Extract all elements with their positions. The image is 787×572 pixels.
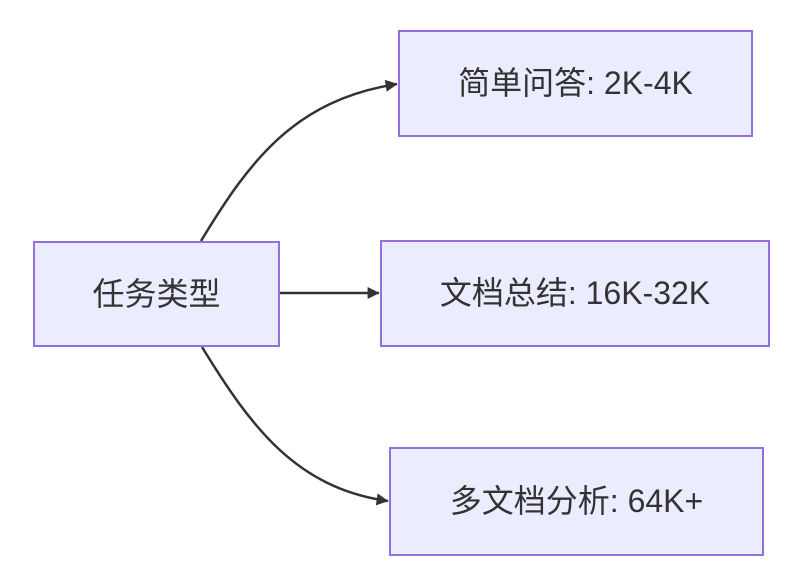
node-task-type: 任务类型	[33, 241, 280, 347]
node-task-type-label: 任务类型	[92, 275, 221, 312]
node-doc-summary-label: 文档总结: 16K-32K	[439, 275, 711, 312]
node-simple-qa-label: 简单问答: 2K-4K	[458, 65, 693, 102]
edge-root-to-simple-qa	[199, 79, 398, 242]
node-simple-qa: 简单问答: 2K-4K	[398, 30, 753, 137]
node-multi-doc: 多文档分析: 64K+	[389, 447, 764, 556]
node-multi-doc-label: 多文档分析: 64K+	[449, 483, 704, 520]
node-doc-summary: 文档总结: 16K-32K	[380, 240, 770, 347]
edge-root-to-multi-doc	[200, 346, 389, 506]
